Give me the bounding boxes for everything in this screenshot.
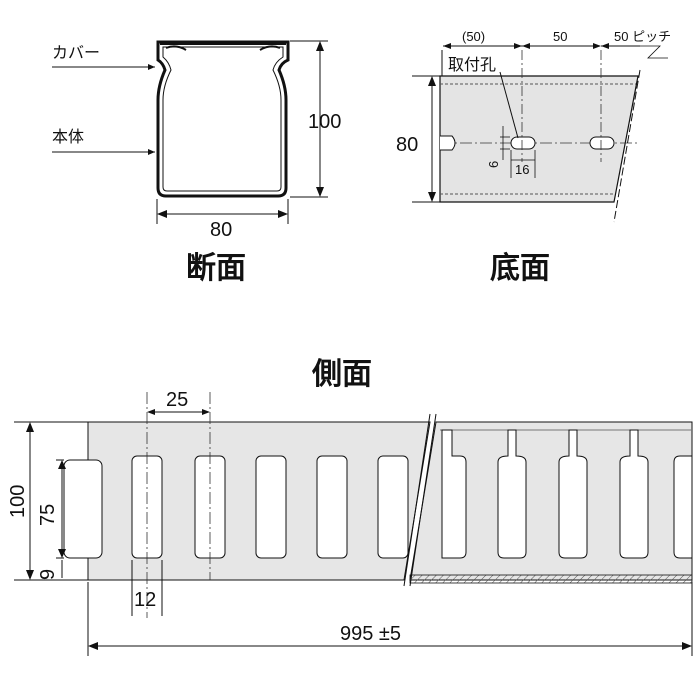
side-slot (619, 429, 649, 559)
dim-side-slot-width: 12 (134, 589, 156, 611)
slot-row-left (131, 455, 409, 559)
side-view: 側面 (7, 357, 693, 656)
dim-width: 80 (210, 219, 232, 241)
side-slot (316, 455, 348, 559)
dim-first-offset: (50) (462, 29, 485, 44)
mounting-slot (589, 136, 615, 150)
bottom-plate (439, 75, 639, 203)
dim-slot-length: 16 (515, 162, 529, 177)
dim-side-height: 100 (7, 485, 29, 518)
dim-bottom-height: 80 (396, 134, 418, 156)
cover-profile (160, 43, 286, 51)
bottom-view-title: 底面 (490, 251, 550, 286)
side-slot (255, 455, 287, 559)
slot-row-right (441, 429, 693, 559)
base-hatch (409, 574, 693, 584)
dim-slot-height: 75 (37, 504, 59, 526)
side-view-title: 側面 (311, 357, 372, 392)
mounting-slot (510, 136, 536, 150)
side-slot (497, 429, 527, 559)
dim-slot-pitch: 25 (166, 389, 188, 411)
label-mounting-hole: 取付孔 (448, 55, 496, 74)
dim-slot-width: 6 (486, 161, 501, 168)
label-body: 本体 (52, 127, 84, 146)
side-slot (441, 429, 467, 559)
side-slot (377, 455, 409, 559)
duct-body-profile (156, 40, 290, 198)
side-slot (673, 455, 693, 559)
side-slot (558, 429, 588, 559)
cross-section-view: カバー 本体 100 80 断面 (52, 40, 341, 286)
dim-pitch: 50 ピッチ (614, 29, 671, 44)
bottom-view: (50) 50 50 ピッチ 取付孔 80 6 16 底面 (396, 29, 671, 286)
dim-height: 100 (308, 111, 341, 133)
dim-base-height: 9 (37, 569, 59, 580)
dim-second-offset: 50 (553, 29, 567, 44)
cross-section-title: 断面 (186, 251, 246, 286)
duct-body-inner (162, 46, 284, 192)
label-cover: カバー (52, 43, 100, 62)
dim-overall-length: 995 ±5 (340, 623, 401, 645)
